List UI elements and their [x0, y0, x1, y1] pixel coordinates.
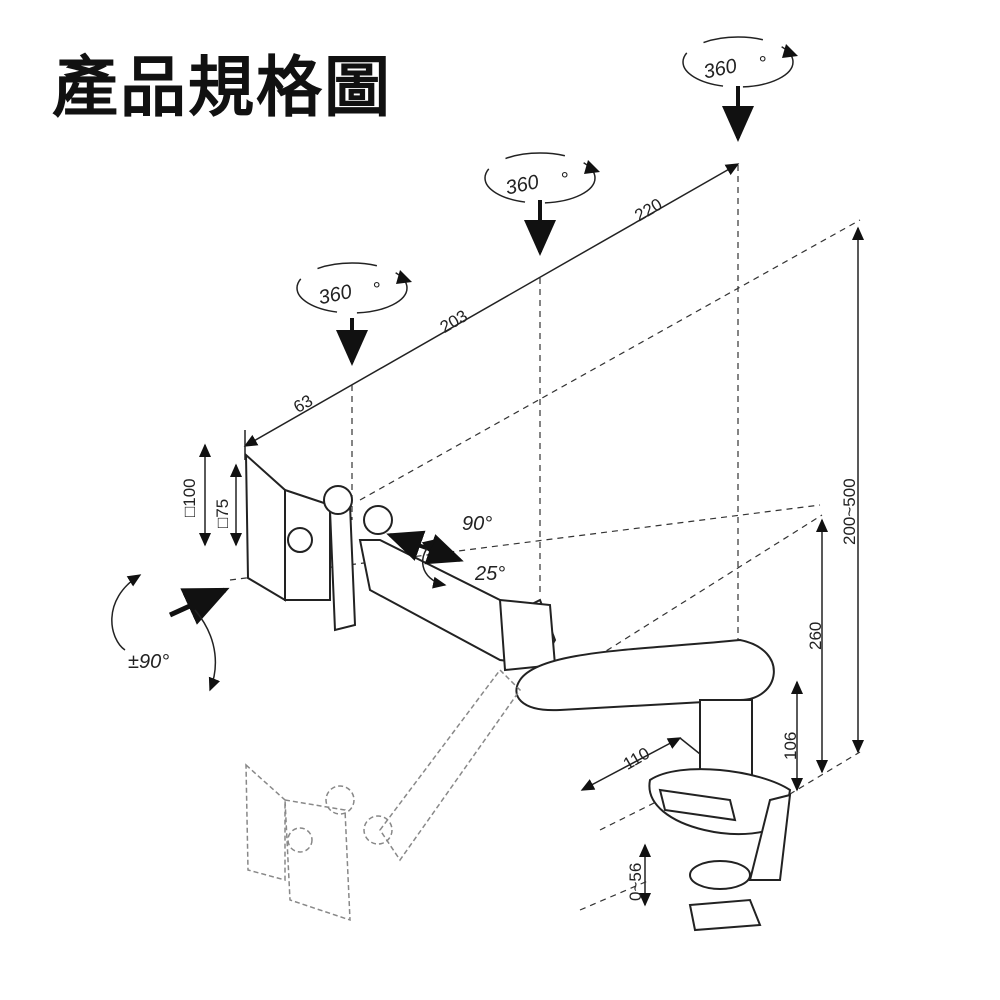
tilt-down-label: 25°: [474, 563, 505, 585]
swivel-curve-icon: [111, 574, 142, 651]
rotate-arrow-icon: [782, 44, 798, 58]
articulating-arm: [358, 539, 792, 932]
dimension-203: 203: [437, 306, 471, 337]
tilt-annotation: 90° 25°: [386, 513, 505, 589]
rotate-arrow-icon: [584, 160, 600, 174]
rotate-arrow-icon: [396, 270, 412, 284]
monitor-plate: [244, 452, 393, 632]
swivel-annotation: ±90°: [111, 574, 230, 692]
swivel-label: ±90°: [128, 651, 169, 673]
dimension-base-height: 106: [781, 732, 800, 760]
tilt-up-label: 90°: [462, 513, 492, 535]
vesa-75-label: □75: [213, 499, 232, 528]
degree-symbol: °: [560, 169, 568, 191]
vesa-dimensions: □100 □75: [180, 443, 242, 547]
dimension-depth: 110: [620, 744, 653, 774]
ghost-lowered-position: [245, 668, 521, 922]
page-title: 產品規格圖: [52, 49, 392, 126]
rotation-indicator-2: 360 °: [484, 152, 600, 256]
degree-symbol: °: [758, 53, 766, 75]
dimension-63: 63: [290, 391, 316, 417]
rotation-label: 360: [317, 281, 354, 309]
rotation-label: 360: [504, 171, 541, 199]
clamp-knob: [688, 898, 762, 932]
degree-symbol: °: [372, 279, 380, 301]
dimension-clamp-range: 0~56: [626, 863, 645, 901]
rotation-label: 360: [702, 55, 739, 83]
dimension-pole-height: 260: [806, 622, 825, 650]
rotation-indicator-3: 360 °: [682, 36, 798, 142]
arm-dimension-line: 63 203 220: [229, 163, 861, 681]
rotation-indicator-1: 360 °: [296, 262, 412, 366]
vesa-100-label: □100: [180, 478, 199, 517]
dimension-220: 220: [631, 195, 665, 226]
dimension-total-height: 200~500: [840, 478, 859, 545]
swivel-arrow-icon: [168, 587, 230, 625]
tilt-curve-icon: [421, 539, 447, 589]
